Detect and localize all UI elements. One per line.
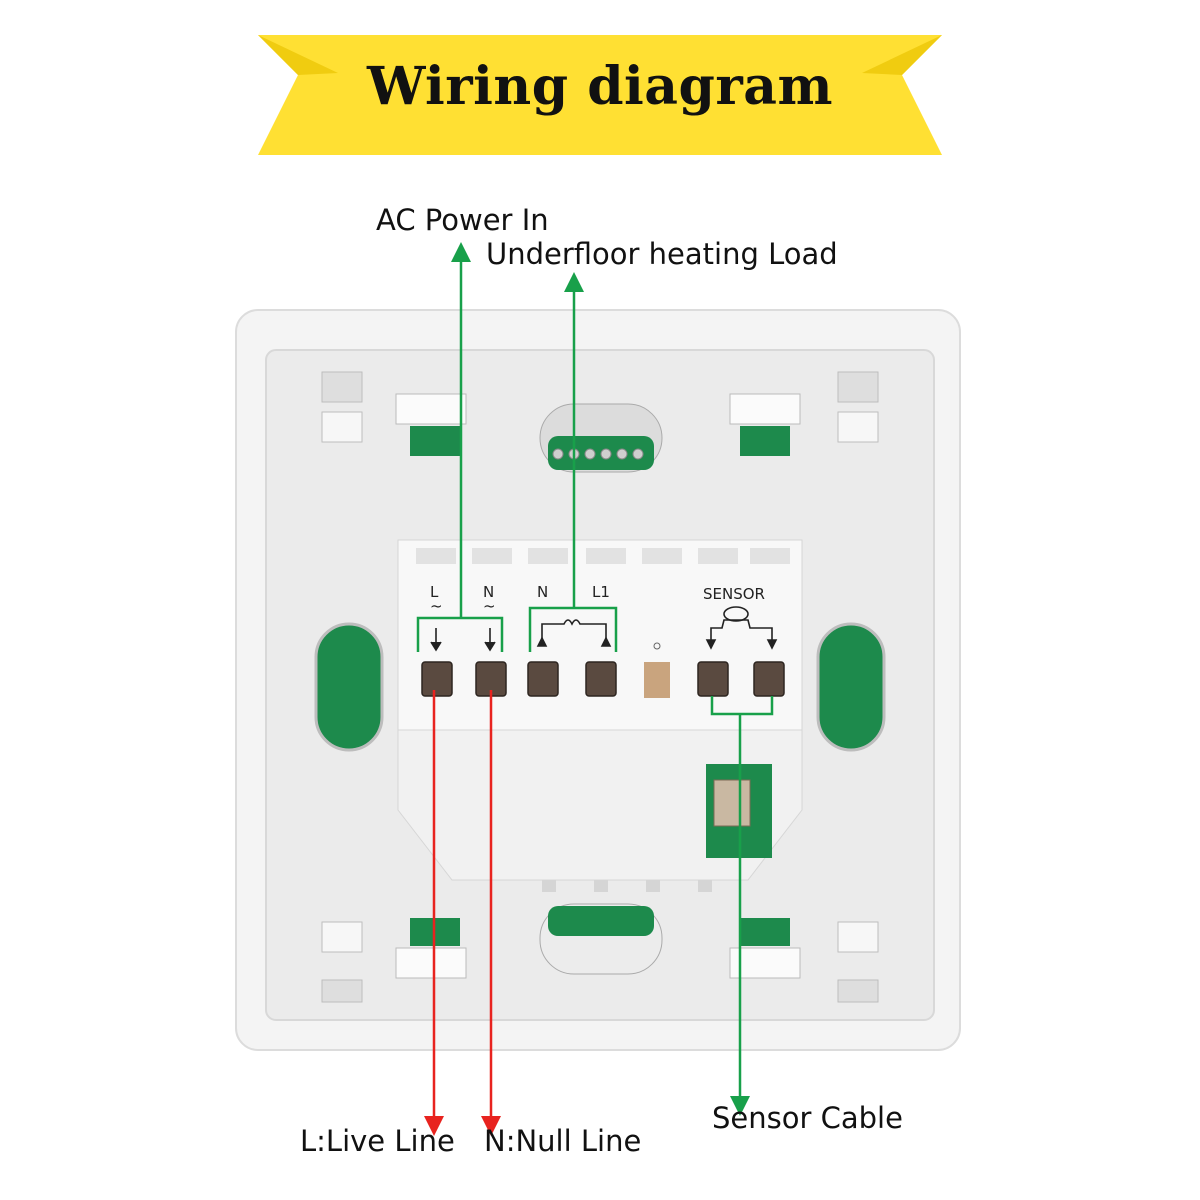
clip-top-right (837, 371, 879, 403)
label-underfloor-load: Underfloor heating Load (486, 237, 838, 271)
clip-top-left (321, 371, 363, 403)
clip-bottom-right-2 (837, 979, 879, 1003)
clip-bottom-left-2 (321, 979, 363, 1003)
clip-bottom-right (837, 921, 879, 953)
tab-top-left-pcb (410, 426, 460, 456)
terminal-label-n2: N (537, 583, 549, 601)
terminal-label-n1: N (483, 583, 495, 601)
left-window (314, 622, 384, 752)
label-live-line: L:Live Line (300, 1124, 455, 1158)
label-null-line: N:Null Line (484, 1124, 642, 1158)
tab-top-left (395, 393, 467, 425)
terminal-label-l: L (430, 583, 439, 601)
tab-top-right (729, 393, 801, 425)
clip-bottom-left (321, 921, 363, 953)
bottom-ridges (542, 880, 712, 892)
terminal-ridges (416, 548, 790, 564)
tab-bottom-left (395, 947, 467, 979)
terminal-screws (421, 661, 785, 697)
page-title: Wiring diagram (367, 56, 833, 117)
terminal-block (397, 539, 803, 731)
tab-bottom-right (729, 947, 801, 979)
terminal-label-sensor: SENSOR (703, 585, 765, 603)
bottom-slot-pcb (548, 906, 654, 936)
terminal-symbols (430, 606, 778, 652)
title-banner (258, 35, 942, 155)
clip-top-right-2 (837, 411, 879, 443)
tab-bottom-right-pcb (740, 918, 790, 946)
terminal-empty-dot (653, 642, 661, 650)
terminal-label-n1-tilde: ~ (483, 597, 496, 615)
label-sensor-cable: Sensor Cable (712, 1101, 903, 1135)
label-ac-power-in: AC Power In (376, 203, 549, 237)
terminal-label-l1: L1 (592, 583, 610, 601)
module-body (397, 729, 803, 881)
right-window (816, 622, 886, 752)
terminal-label-l-tilde: ~ (430, 597, 443, 615)
terminal-empty (644, 662, 670, 698)
tab-top-right-pcb (740, 426, 790, 456)
pcb-relay-chip (713, 779, 751, 827)
clip-top-left-2 (321, 411, 363, 443)
